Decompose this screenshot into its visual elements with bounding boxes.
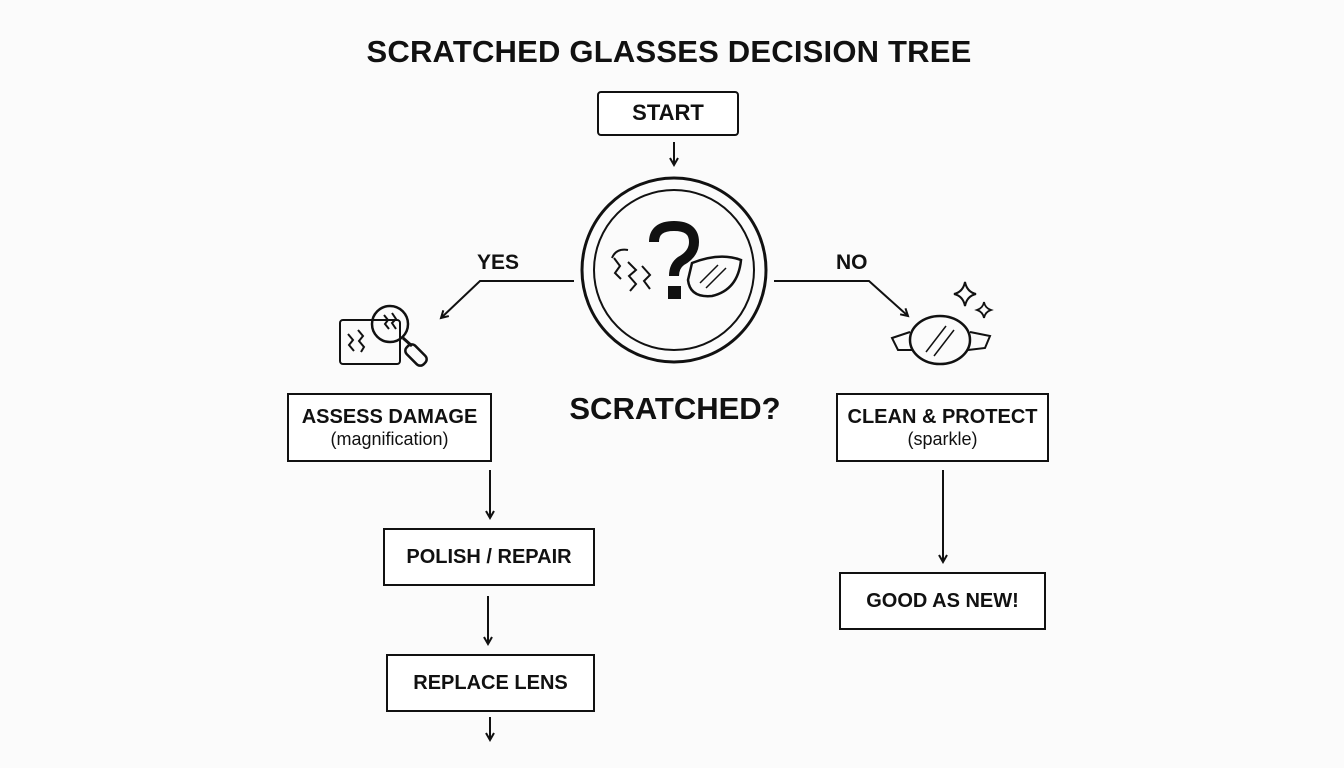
replace-label: REPLACE LENS [413,672,568,694]
clean-sublabel: (sparkle) [907,428,978,449]
polish-label: POLISH / REPAIR [406,546,572,568]
yes-edge-label: YES [477,251,520,274]
start-label: START [632,100,704,126]
scratched-glasses-question-icon [580,176,768,364]
decision-label: SCRATCHED? [569,391,781,426]
arrow-no-branch [774,280,908,316]
diagram-title: SCRATCHED GLASSES DECISION TREE [366,34,972,69]
no-edge-label: NO [836,251,868,274]
polish-repair-node: POLISH / REPAIR [383,528,595,586]
clean-protect-node: CLEAN & PROTECT (sparkle) [836,393,1049,462]
assess-damage-node: ASSESS DAMAGE (magnification) [287,393,492,462]
clean-label: CLEAN & PROTECT [847,405,1038,428]
magnifier-scratch-icon [339,304,428,367]
good-label: GOOD AS NEW! [866,590,1019,612]
start-node: START [597,91,739,136]
replace-lens-node: REPLACE LENS [386,654,595,712]
assess-sublabel: (magnification) [330,428,449,449]
assess-label: ASSESS DAMAGE [301,405,478,428]
good-as-new-node: GOOD AS NEW! [839,572,1046,630]
sparkling-glasses-icon [890,281,994,366]
arrow-yes-branch [441,280,574,318]
